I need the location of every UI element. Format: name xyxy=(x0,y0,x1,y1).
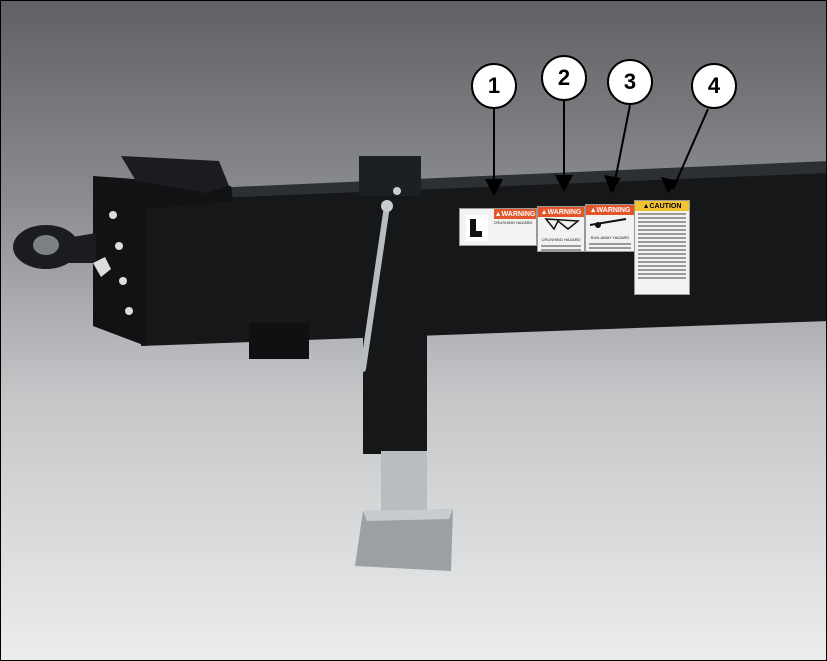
callout-2: 2 xyxy=(541,55,587,101)
jack-crank xyxy=(360,203,390,372)
leader-line-3 xyxy=(612,104,631,192)
hitch-bracket xyxy=(121,156,229,193)
caution-decal-4: ▲CAUTION xyxy=(634,200,690,295)
jack-housing xyxy=(359,156,421,196)
crushing-hazard-icon xyxy=(466,215,488,241)
tongue-beam-top xyxy=(141,161,826,201)
jack-post xyxy=(363,196,427,454)
hitch-plate xyxy=(93,176,233,346)
warning-decal-1: ▲WARNING CRUSHING HAZARD xyxy=(459,208,537,246)
warning-decal-3: ▲WARNING RUN-AWAY HAZARD xyxy=(585,204,635,252)
underside-bracket xyxy=(249,323,309,359)
crushing-hazard-icon xyxy=(544,218,580,231)
jack-foot xyxy=(355,509,453,571)
callout-3: 3 xyxy=(607,59,653,105)
run-away-hazard-icon xyxy=(589,218,627,228)
callout-1: 1 xyxy=(471,63,517,109)
callout-4: 4 xyxy=(691,63,737,109)
leader-line-4 xyxy=(672,108,709,190)
warning-decal-2: ▲WARNING CRUSHING HAZARD xyxy=(537,206,585,252)
